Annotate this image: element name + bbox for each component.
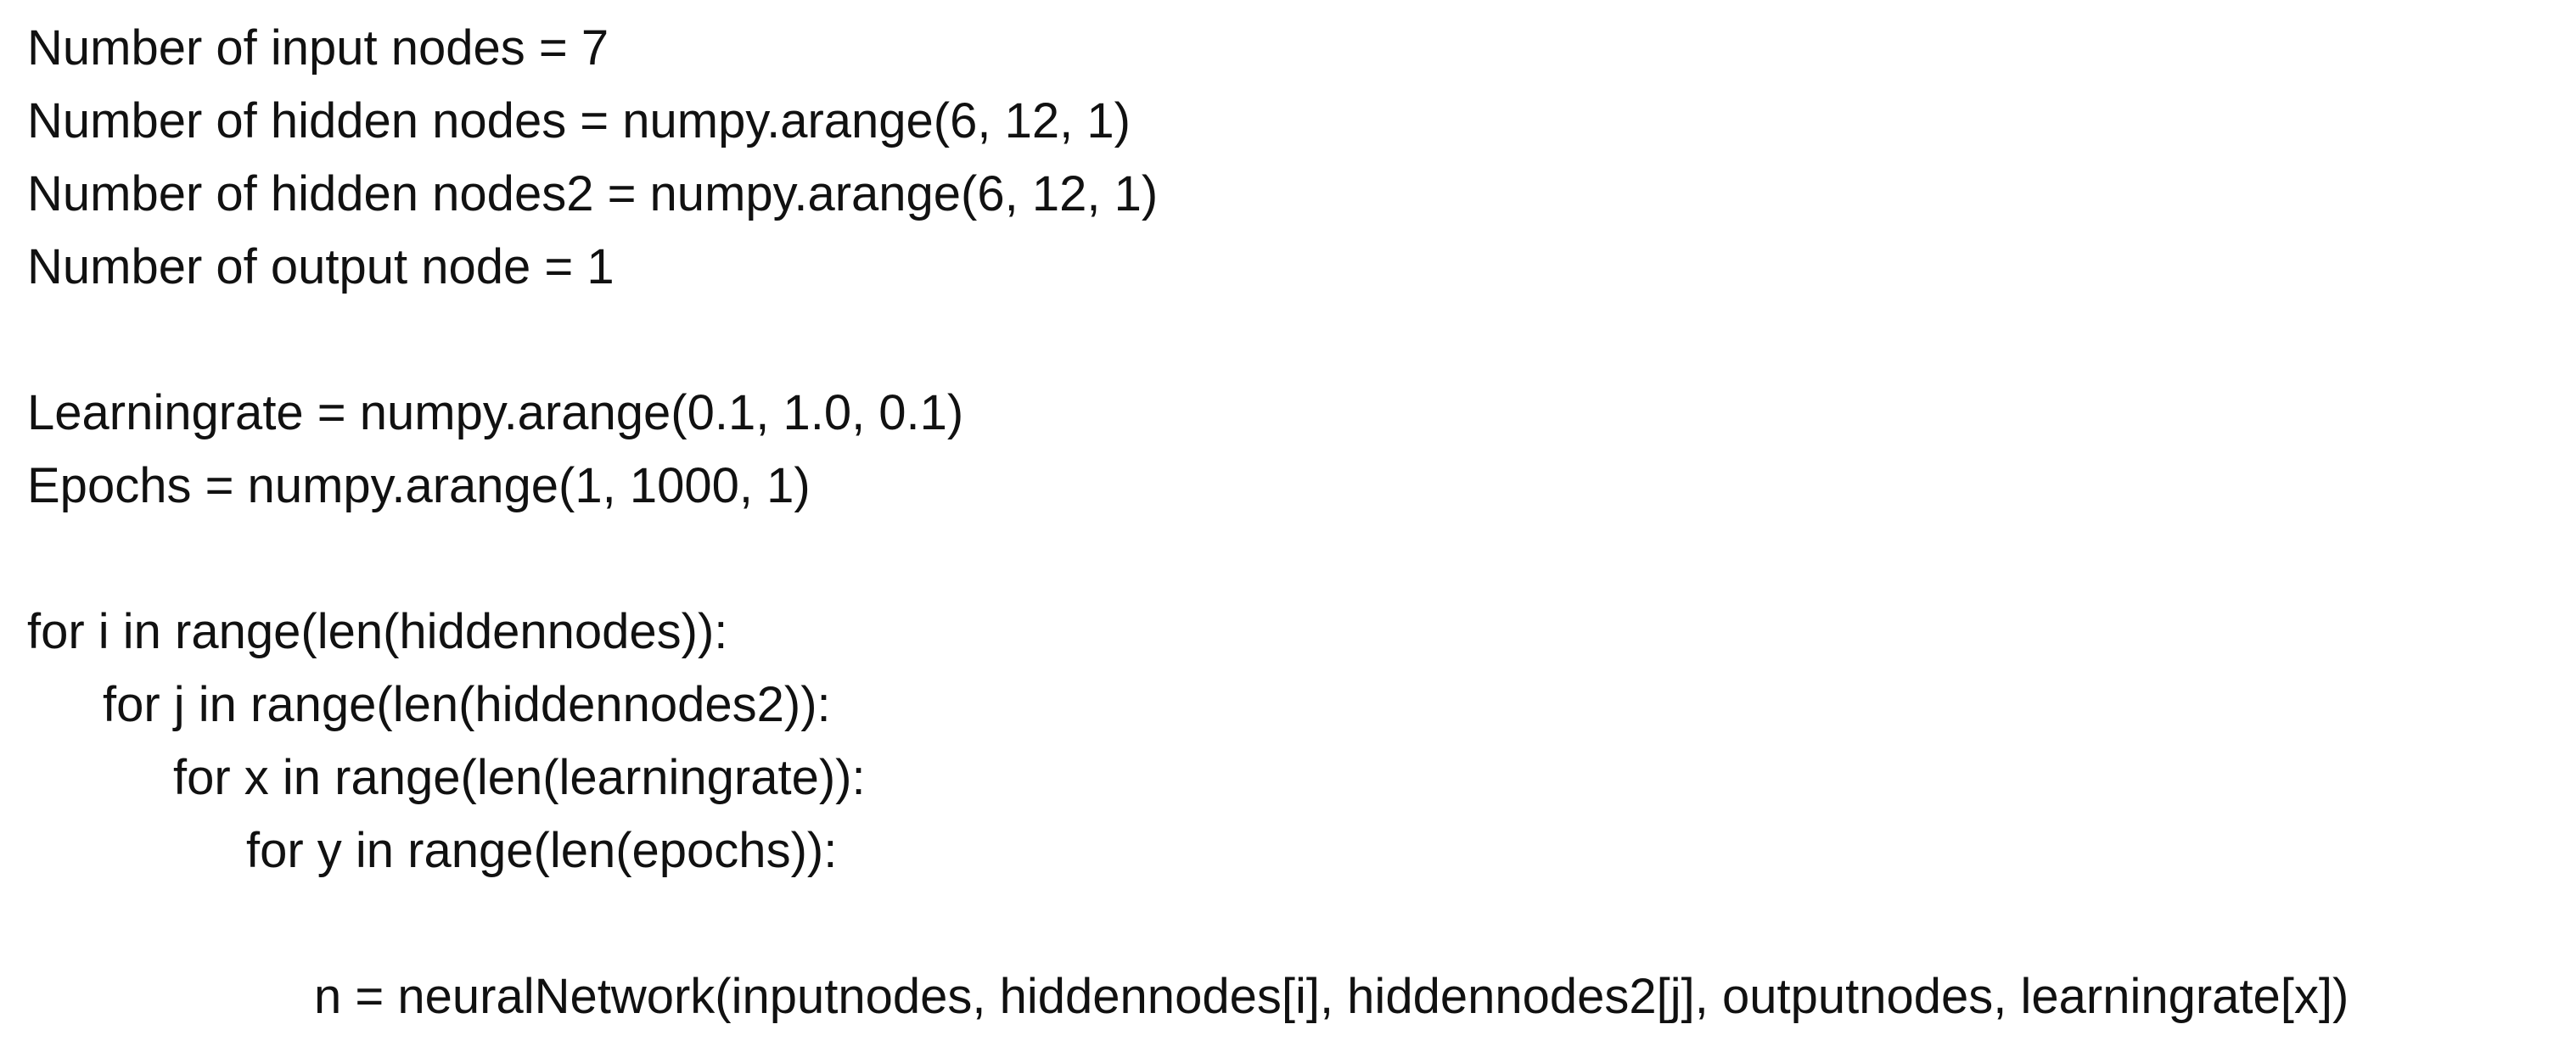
code-line-for-j: for j in range(len(hiddennodes2)): [103, 677, 831, 732]
code-line-for-i: for i in range(len(hiddennodes)): [27, 604, 728, 659]
code-line-epochs: Epochs = numpy.arange(1, 1000, 1) [27, 458, 811, 513]
code-line-hidden-nodes: Number of hidden nodes = numpy.arange(6,… [27, 93, 1131, 148]
code-line-blank [27, 523, 2576, 596]
code-line-blank [27, 304, 2576, 377]
code-line-output-node: Number of output node = 1 [27, 239, 615, 294]
code-line-neuralnetwork: n = neuralNetwork(inputnodes, hiddennode… [314, 969, 2349, 1024]
code-line-for-y: for y in range(len(epochs)): [246, 823, 838, 878]
code-line-hidden-nodes2: Number of hidden nodes2 = numpy.arange(6… [27, 166, 1159, 221]
code-line-blank [27, 887, 2576, 960]
code-line-for-x: for x in range(len(learningrate)): [173, 750, 866, 805]
code-line-input-nodes: Number of input nodes = 7 [27, 20, 609, 76]
code-line-learningrate: Learningrate = numpy.arange(0.1, 1.0, 0.… [27, 385, 964, 440]
